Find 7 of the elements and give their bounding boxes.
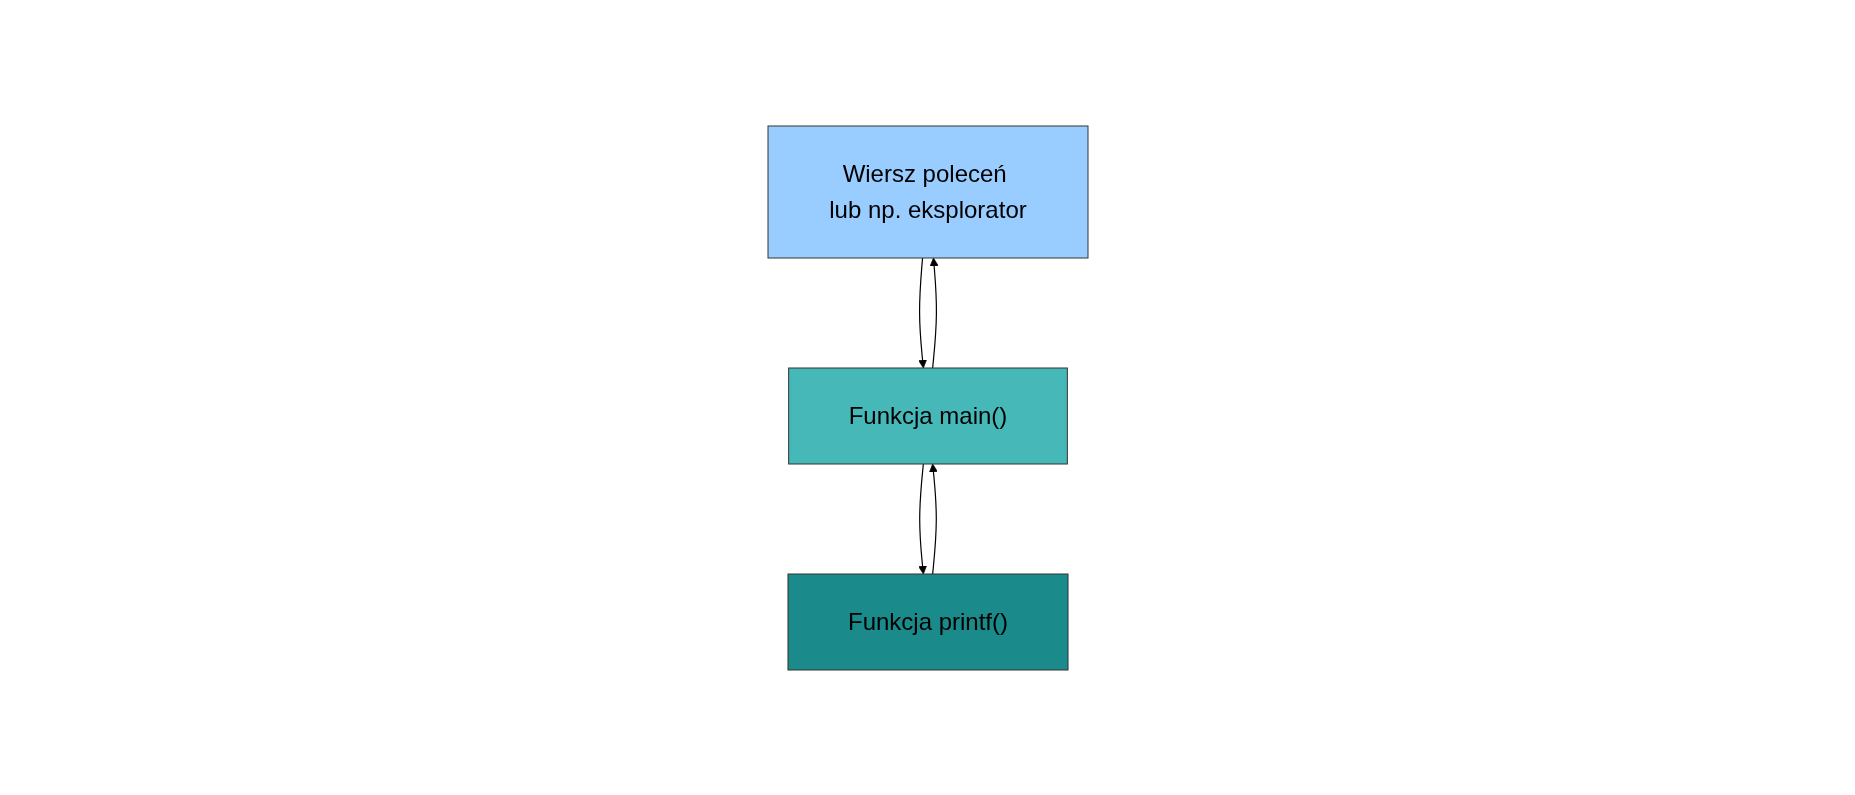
arrow (917, 462, 927, 574)
arrow (929, 257, 938, 369)
node-box: Wiersz poleceń lub np. eksplorator (767, 125, 1088, 258)
node-box: Funkcja printf() (787, 573, 1068, 670)
arrow (928, 463, 938, 575)
node-box: Funkcja main() (787, 367, 1068, 464)
arrow (917, 256, 927, 368)
